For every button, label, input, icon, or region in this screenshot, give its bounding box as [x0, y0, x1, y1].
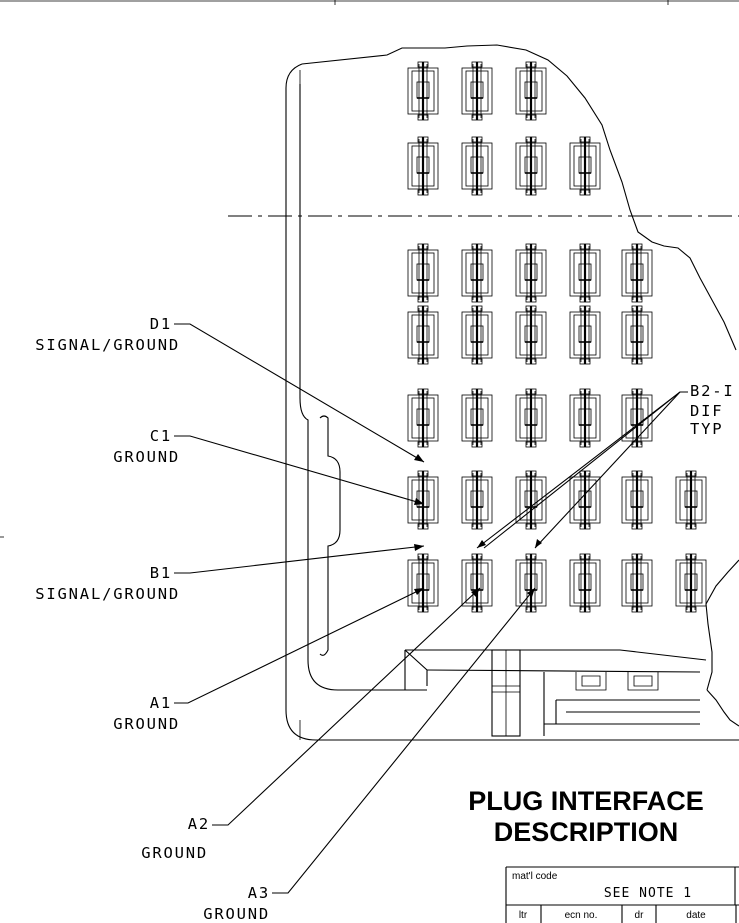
callout-d1: D1 SIGNAL/GROUND — [35, 315, 425, 463]
a1-type: GROUND — [113, 715, 180, 733]
title-block: mat'l code SEE NOTE 1 ltr ecn no. dr dat… — [505, 866, 739, 923]
side-latch — [319, 415, 341, 656]
b1-type: SIGNAL/GROUND — [35, 585, 180, 603]
b2-line1: B2-I — [690, 382, 735, 400]
b2-line2: DIF — [690, 402, 723, 420]
a1-name: A1 — [150, 694, 172, 712]
callout-b2: B2-I DIF TYP — [476, 382, 735, 549]
housing-outline — [285, 44, 739, 741]
a2-name: A2 — [188, 815, 210, 833]
b2-line3: TYP — [690, 420, 723, 438]
col-date: date — [686, 910, 706, 921]
c1-name: C1 — [150, 427, 172, 445]
col-ltr: ltr — [519, 910, 528, 921]
housing-inner-wall — [299, 84, 406, 691]
callout-a2: A2 GROUND — [141, 587, 481, 862]
a3-name: A3 — [248, 884, 270, 902]
c1-type: GROUND — [113, 448, 180, 466]
callout-c1: C1 GROUND — [113, 427, 425, 505]
b1-name: B1 — [150, 564, 172, 582]
pin-grid — [406, 242, 708, 614]
bottom-latch — [543, 672, 700, 736]
callout-b1: B1 SIGNAL/GROUND — [35, 544, 425, 603]
callout-a3: A3 GROUND — [203, 587, 536, 923]
a2-type: GROUND — [141, 844, 208, 862]
matl-code-value: SEE NOTE 1 — [604, 886, 692, 901]
matl-code-label: mat'l code — [512, 871, 558, 882]
d1-type: SIGNAL/GROUND — [35, 336, 180, 354]
title-line1: PLUG INTERFACE — [468, 786, 704, 816]
col-dr: dr — [635, 910, 645, 921]
title-line2: DESCRIPTION — [494, 817, 679, 847]
d1-name: D1 — [150, 315, 172, 333]
callout-a1: A1 GROUND — [113, 587, 425, 733]
a3-type: GROUND — [203, 905, 270, 923]
col-ecn: ecn no. — [565, 910, 598, 921]
